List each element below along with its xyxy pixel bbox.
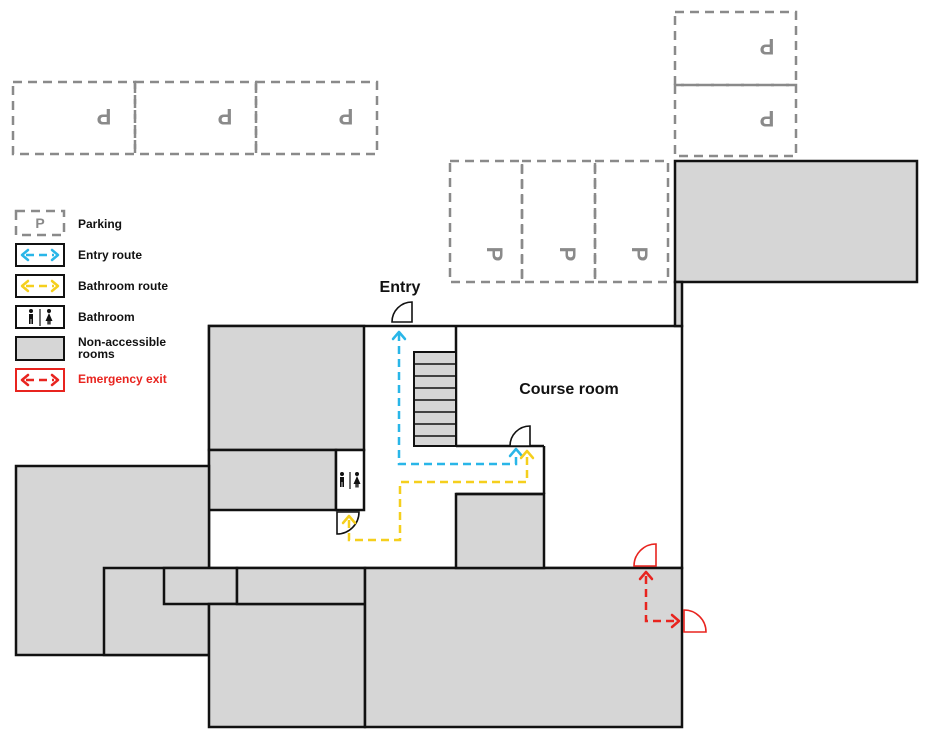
- door-icon: [509, 425, 531, 447]
- parking-icon: P: [482, 247, 507, 262]
- non-accessible-room: [207, 448, 338, 512]
- non-accessible-room: [235, 566, 367, 606]
- non-accessible-room: [207, 602, 367, 729]
- legend-item-bathroom-route: Bathroom route: [15, 274, 168, 298]
- arrow-left-icon: [20, 373, 30, 387]
- non-accessible-room: [454, 492, 546, 570]
- restroom-icon: [29, 309, 53, 326]
- non-accessible-room: [363, 566, 684, 729]
- legend-item-entry-route: Entry route: [15, 243, 142, 267]
- legend-parking-label: Parking: [78, 217, 122, 231]
- legend-item-non-accessible: Non-accessible rooms: [15, 335, 166, 361]
- non-accessible-room: [673, 280, 684, 328]
- non-accessible-room: [207, 324, 366, 452]
- arrow-right-icon: [50, 373, 60, 387]
- parking-icon: [14, 209, 66, 237]
- emergency-door-icon: [633, 543, 657, 567]
- door-icon: [391, 301, 413, 323]
- legend-emergency-exit-label: Emergency exit: [78, 372, 167, 386]
- bathroom: [334, 448, 366, 512]
- parking-space: [133, 80, 258, 156]
- parking-space: [673, 10, 798, 87]
- restroom-icon: [340, 472, 361, 489]
- parking-space: [11, 80, 137, 156]
- entry-label: Entry: [380, 279, 421, 296]
- course-room-label: Course room: [519, 381, 619, 398]
- emergency-door-icon: [683, 609, 707, 633]
- parking-icon: P: [218, 104, 233, 129]
- legend-parking-symbol: P: [35, 215, 44, 231]
- legend-item-emergency-exit: Emergency exit: [15, 368, 167, 392]
- legend: P Parking Entry route Bathroom route: [14, 209, 168, 392]
- parking-space: [593, 159, 670, 284]
- legend-non-accessible-line1: Non-accessible: [78, 335, 166, 349]
- parking-icon: P: [339, 104, 354, 129]
- legend-item-bathroom: Bathroom: [15, 305, 135, 329]
- parking-space: [254, 80, 379, 156]
- parking-icon: P: [555, 247, 580, 262]
- stairs-icon: [413, 351, 457, 447]
- parking-top-right: P P: [673, 10, 798, 158]
- arrow-up-icon: [391, 330, 407, 341]
- parking-icon: P: [760, 34, 775, 59]
- entry-route: [391, 330, 524, 466]
- arrow-left-icon: [20, 248, 30, 262]
- parking-icon: P: [97, 104, 112, 129]
- arrow-up-icon: [638, 570, 654, 581]
- legend-item-parking: P Parking: [14, 209, 122, 237]
- building: [14, 159, 919, 729]
- legend-bathroom-label: Bathroom: [78, 310, 135, 324]
- non-accessible-swatch: [15, 336, 65, 361]
- parking-icon: P: [760, 106, 775, 131]
- parking-space: [448, 159, 524, 284]
- emergency-exit-route: [638, 570, 681, 629]
- parking-space: [520, 159, 597, 284]
- legend-entry-route-label: Entry route: [78, 248, 142, 262]
- legend-bathroom-route-label: Bathroom route: [78, 279, 168, 293]
- arrow-right-icon: [670, 613, 681, 629]
- bathroom-route: [341, 449, 535, 542]
- parking-icon: P: [627, 247, 652, 262]
- non-accessible-room: [673, 159, 919, 284]
- arrow-left-icon: [20, 279, 30, 293]
- arrow-up-icon: [508, 447, 524, 458]
- parking-top-left: P P P: [11, 80, 379, 156]
- parking-space: [673, 83, 798, 158]
- legend-non-accessible-line2: rooms: [78, 347, 115, 361]
- arrow-up-icon: [341, 514, 357, 525]
- arrow-up-icon: [519, 449, 535, 460]
- non-accessible-room: [162, 566, 239, 606]
- arrow-right-icon: [50, 248, 60, 262]
- parking-middle: P P P: [448, 159, 670, 284]
- arrow-right-icon: [50, 279, 60, 293]
